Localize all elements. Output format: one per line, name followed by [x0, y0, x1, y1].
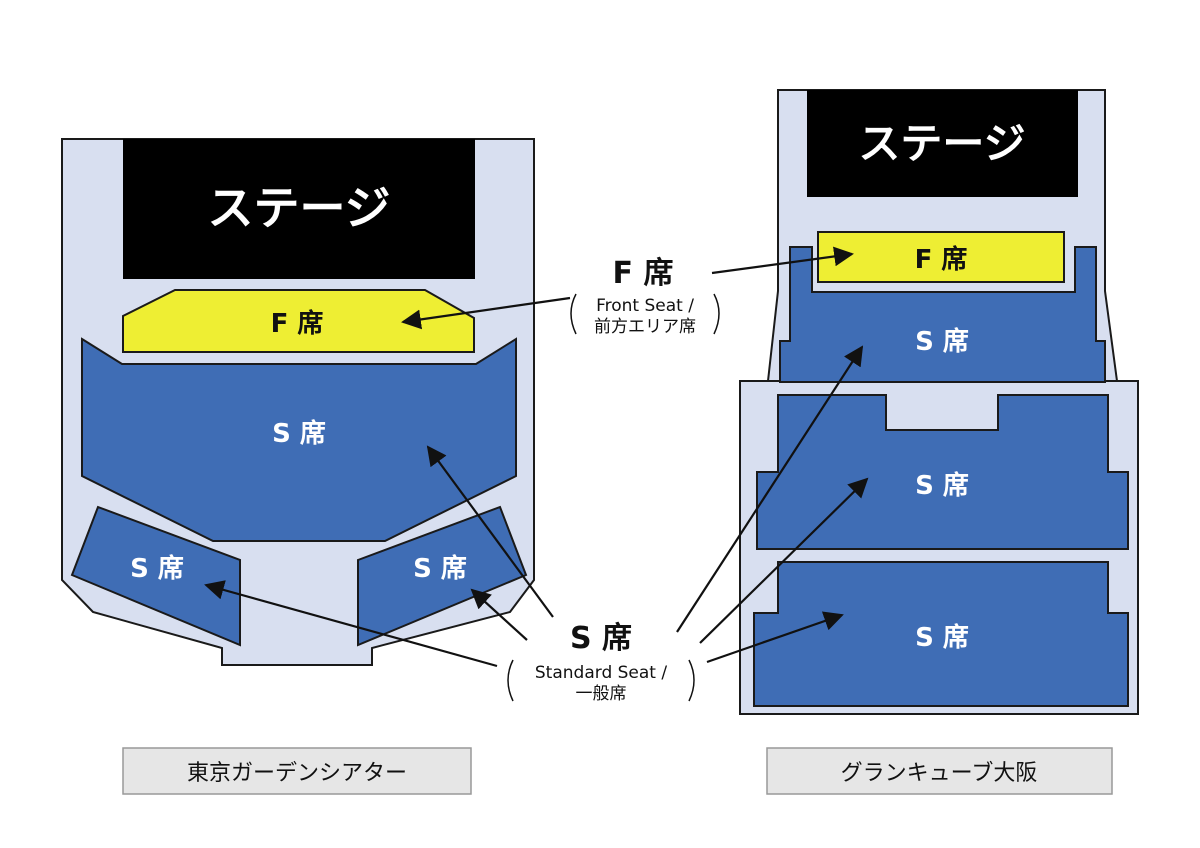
legend-front-line1: Front Seat / [596, 296, 694, 316]
right-venue-name: グランキューブ大阪 [841, 761, 1038, 786]
legend-standard-right-paren [688, 659, 695, 702]
legend-front-right-paren [713, 293, 720, 335]
arrows [204, 246, 869, 668]
legend-standard-title: S 席 [570, 621, 632, 656]
right-stage [807, 90, 1078, 197]
arrow-to-left-front-seat [401, 296, 571, 330]
left-stage [123, 139, 475, 279]
legend-front-line2: 前方エリア席 [594, 317, 696, 337]
right-venue: ステージ F 席 S 席 S 席 S 席 [739, 89, 1139, 715]
left-main-s-block [81, 337, 517, 542]
right-front-seat-label: F 席 [915, 244, 968, 275]
legend-standard-line2: 一般席 [576, 684, 627, 704]
arrow-to-right-upper-s [676, 345, 864, 633]
arrow-to-left-side-s-right [470, 588, 528, 641]
left-side-s-block-left [70, 505, 241, 647]
left-main-s-label: S 席 [272, 418, 326, 449]
left-front-seat-label: F 席 [271, 308, 324, 339]
legend-front-left-paren [570, 293, 577, 335]
legend-standard-line1: Standard Seat / [535, 663, 667, 683]
arrow-to-right-front-seat [711, 246, 854, 275]
left-side-s-block-right [357, 505, 528, 647]
legend-front-title: F 席 [613, 256, 674, 291]
left-side-s-label-right: S 席 [413, 553, 467, 584]
left-front-seat-block [122, 289, 475, 353]
left-venue-name: 東京ガーデンシアター [187, 761, 407, 786]
right-stage-label: ステージ [858, 119, 1025, 168]
legend-front: F 席 Front Seat / 前方エリア席 [570, 256, 720, 337]
legend-standard: S 席 Standard Seat / 一般席 [507, 621, 695, 704]
right-lower-s-block [753, 561, 1129, 707]
right-venue-name-box: グランキューブ大阪 [766, 747, 1113, 795]
right-lower-s-label: S 席 [915, 622, 969, 653]
left-venue: ステージ F 席 S 席 S 席 S 席 [61, 138, 535, 666]
left-stage-label: ステージ [207, 181, 390, 235]
left-venue-name-box: 東京ガーデンシアター [122, 747, 472, 795]
arrow-to-left-main-s [426, 445, 554, 618]
arrow-to-right-middle-s [699, 477, 869, 644]
arrow-to-right-lower-s [706, 611, 844, 664]
right-middle-s-block [756, 394, 1129, 550]
arrow-to-left-side-s-left [204, 580, 498, 668]
right-front-seat-block [817, 231, 1065, 283]
left-side-s-label-left: S 席 [130, 553, 184, 584]
legend-standard-left-paren [507, 659, 514, 702]
right-middle-s-label: S 席 [915, 470, 969, 501]
right-upper-s-label: S 席 [915, 326, 969, 357]
